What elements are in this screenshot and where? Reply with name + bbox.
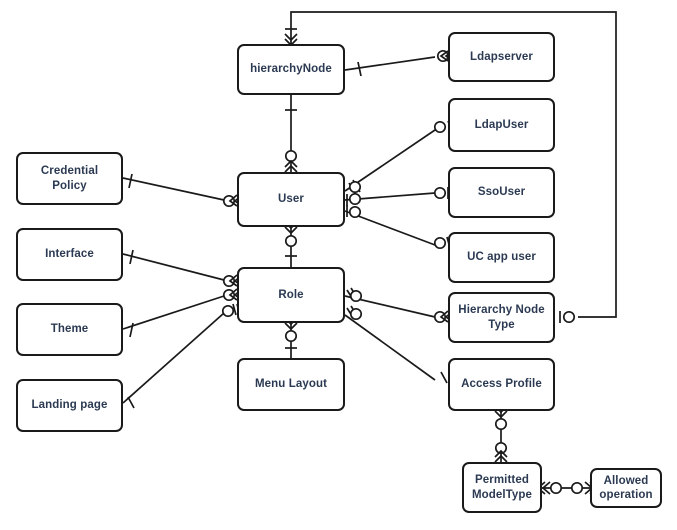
connector-user-role (284, 221, 298, 267)
entity-menu-layout[interactable]: Menu Layout (237, 358, 345, 411)
entity-label: User (278, 193, 304, 206)
connector-landingpage-role (122, 303, 241, 409)
connector-interface-role (122, 249, 243, 288)
entity-ldapserver[interactable]: Ldapserver (448, 32, 555, 82)
entity-ldapuser[interactable]: LdapUser (448, 98, 555, 152)
connector-role-menulayout (284, 317, 298, 358)
entity-hierarchynode[interactable]: hierarchyNode (237, 44, 345, 95)
connector-role-accessprofile (344, 305, 448, 384)
entity-label: SsoUser (477, 186, 526, 199)
entity-role[interactable]: Role (237, 267, 345, 323)
connector-user-ldapuser (344, 120, 453, 196)
entity-label: Theme (50, 323, 89, 336)
entity-label: LdapUser (474, 118, 529, 131)
connector-permittedmodeltype-allowedoperation (536, 481, 599, 495)
entity-label: Role (278, 288, 304, 301)
entity-label: hierarchyNode (250, 63, 332, 76)
entity-label: Interface (45, 248, 94, 261)
connector-hierarchynode-user (284, 95, 298, 173)
entity-landing-page[interactable]: Landing page (16, 379, 123, 432)
entity-ssouser[interactable]: SsoUser (448, 167, 555, 218)
entity-label: Landing page (31, 399, 108, 412)
connector-hierarchynode-hierarchynodetype (284, 11, 617, 324)
entity-label: Menu Layout (254, 378, 327, 391)
connector-user-ucappuser (344, 205, 451, 250)
entity-uc-app-user[interactable]: UC app user (448, 232, 555, 283)
entity-access-profile[interactable]: Access Profile (448, 358, 555, 411)
connector-credentialpolicy-user (122, 173, 243, 208)
entity-label: UC app user (467, 251, 536, 264)
connector-accessprofile-permittedmodeltype (494, 405, 508, 463)
entity-user[interactable]: User (237, 172, 345, 227)
connector-user-ssouser (344, 186, 449, 206)
entity-theme[interactable]: Theme (16, 303, 123, 356)
entity-label: Access Profile (461, 378, 542, 391)
entity-label: Ldapserver (469, 50, 533, 63)
connector-hierarchynode-ldapserver (344, 49, 454, 77)
entity-interface[interactable]: Interface (16, 228, 123, 281)
